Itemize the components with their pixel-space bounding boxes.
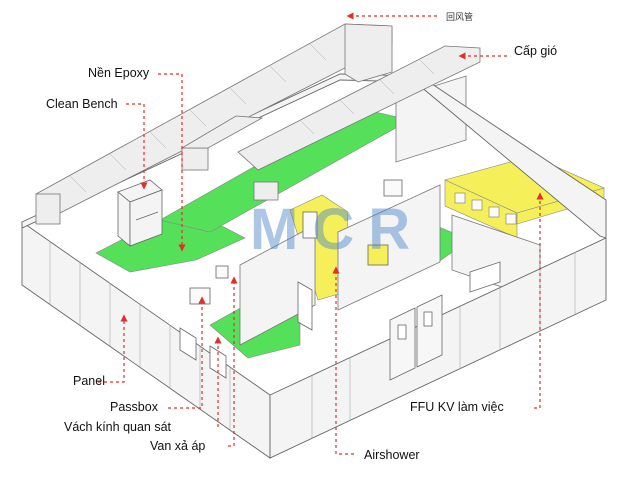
leader-valve [228,276,238,447]
label-observation-window: Vách kính quan sát [64,420,172,434]
leader-clean-bench [126,103,148,190]
leader-panel [98,314,128,383]
duct-branch [344,23,393,83]
label-pressure-valve: Van xả áp [150,439,206,453]
label-panel: Panel [73,374,105,388]
label-supply-air: Cấp gió [514,44,558,58]
leader-ffu [534,192,544,409]
double-door [389,294,443,381]
duct-ribs [69,43,435,193]
leader-epoxy [158,73,186,252]
label-passbox: Passbox [110,400,158,414]
interior-walls [239,75,541,346]
duct-drop-3 [253,181,279,201]
wall-divider-2 [337,184,441,311]
leader-lines [98,12,544,455]
duct-drop-1 [35,193,61,225]
clean-bench [117,179,163,247]
leader-airshower [332,266,354,455]
label-clean-bench: Clean Bench [46,97,118,111]
label-epoxy-floor: Nền Epoxy [88,66,150,80]
observation-windows [179,261,501,379]
wall-divider-1 [239,224,316,346]
duct-drop-2 [181,147,209,171]
ffu-panels [454,192,517,225]
duct-branch-2 [180,115,264,149]
duct-main-2 [237,45,481,171]
passboxes [189,179,403,305]
label-ffu: FFU KV làm việc [410,400,504,414]
label-airshower: Airshower [364,448,420,462]
watermark-mcr: MCR [250,197,425,262]
panel-seams [49,241,576,438]
air-ducts [35,23,481,225]
label-return-air: 回风管 [446,12,474,22]
